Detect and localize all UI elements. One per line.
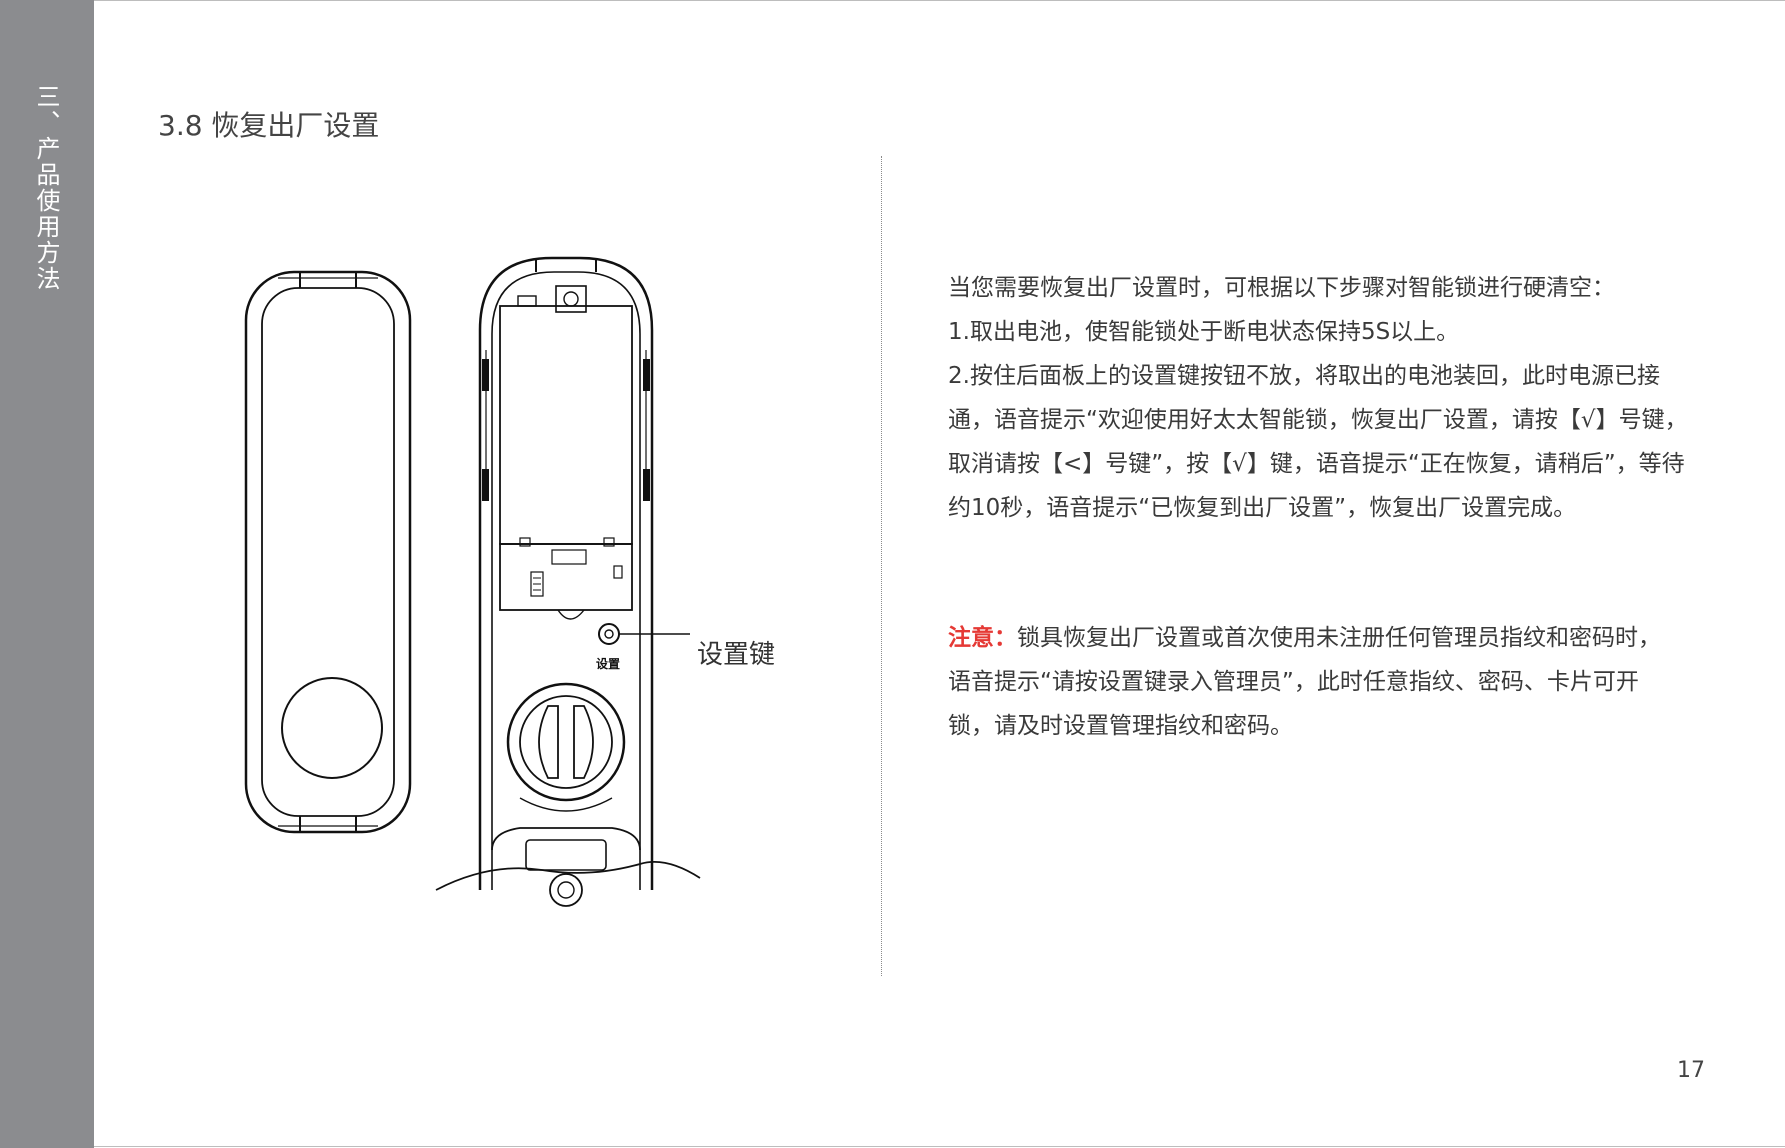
- note-block: 注意：锁具恢复出厂设置或首次使用未注册任何管理员指纹和密码时，语音提示“请按设置…: [948, 616, 1668, 748]
- section-title: 3.8 恢复出厂设置: [158, 109, 380, 142]
- instructions: 当您需要恢复出厂设置时，可根据以下步骤对智能锁进行硬清空： 1.取出电池，使智能…: [948, 266, 1688, 530]
- handle-circle-icon: [281, 677, 383, 779]
- battery-compartment: [499, 305, 633, 545]
- lock-illustration: 设置: [244, 256, 701, 907]
- note-label: 注意：: [948, 625, 1017, 651]
- front-panel: [244, 270, 412, 834]
- note-text: 锁具恢复出厂设置或首次使用未注册任何管理员指纹和密码时，语音提示“请按设置键录入…: [948, 625, 1661, 739]
- chapter-sidebar: 三、产品使用方法: [0, 0, 94, 1148]
- knob-circle-icon: [506, 682, 626, 802]
- battery-icon: [530, 571, 544, 597]
- bottom-rule: [0, 1146, 1785, 1147]
- back-panel: 设置: [435, 256, 701, 907]
- top-rule: [0, 0, 1785, 1]
- page-number: 17: [1677, 1058, 1705, 1083]
- column-divider: [881, 156, 882, 976]
- step-2: 2.按住后面板上的设置键按钮不放，将取出的电池装回，此时电源已接通，语音提示“欢…: [948, 363, 1688, 521]
- setting-button-icon: [598, 623, 620, 645]
- setting-button-label: 设置: [596, 656, 620, 671]
- intro-paragraph: 当您需要恢复出厂设置时，可根据以下步骤对智能锁进行硬清空：: [948, 275, 1615, 301]
- chapter-label: 三、产品使用方法: [32, 84, 60, 292]
- step-1: 1.取出电池，使智能锁处于断电状态保持5S以上。: [948, 319, 1460, 345]
- setting-key-callout: 设置键: [697, 640, 776, 670]
